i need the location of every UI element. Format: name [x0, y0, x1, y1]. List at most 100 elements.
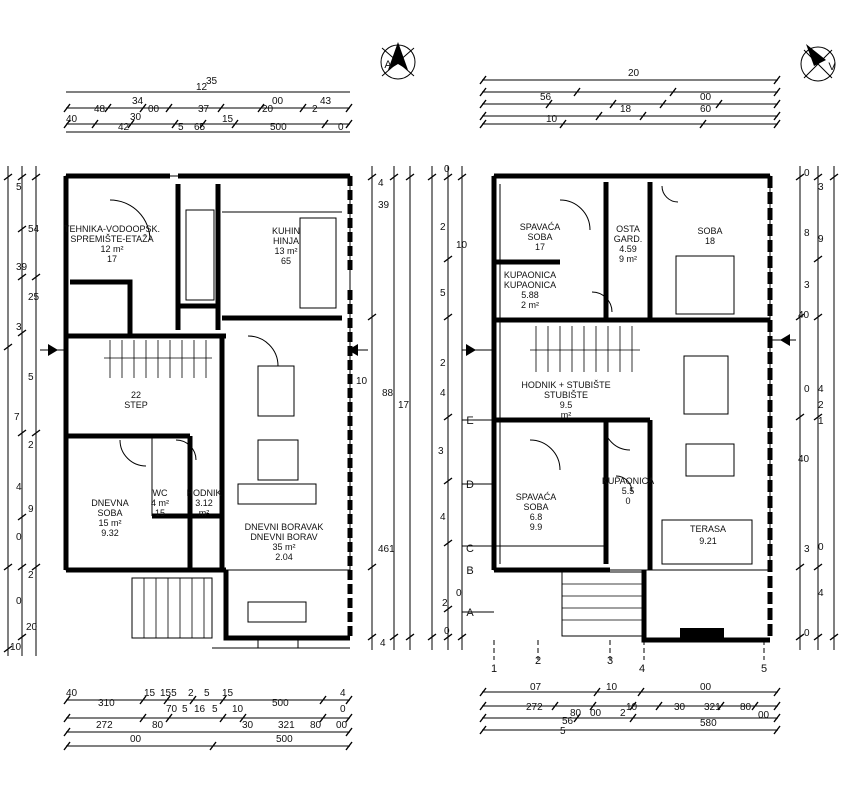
- left-top-dim-1: 12: [196, 82, 208, 93]
- left-room-living-line2: DNEVNI BORAV: [250, 532, 317, 542]
- left-top-dim-18: 0: [338, 122, 344, 133]
- right-left-dim-9: 0: [456, 588, 462, 599]
- left-room-kitchen-line1: KUHIN: [272, 226, 300, 236]
- right-right-dim-5: 3: [804, 280, 810, 291]
- left-side-dim-14: 20: [26, 622, 38, 633]
- left-side-dim-2: 54: [28, 224, 40, 235]
- right-left-dim-4: 5: [440, 288, 446, 299]
- right-right-dim-7: 0: [804, 384, 810, 395]
- right-top-dim-5: 18: [620, 104, 632, 115]
- left-bottom-dim-4: 155: [160, 688, 177, 699]
- right-bottom-dim-6: 10: [626, 702, 638, 713]
- left-top-dim-13: 5: [178, 122, 184, 133]
- left-side-dim-13: 0: [16, 596, 22, 607]
- left-bottom-dimensions: 40 310 15 155 2 5 15 500 4 70 5 16 5 10 …: [63, 688, 353, 751]
- left-bottom-dim-12: 16: [194, 704, 206, 715]
- left-side-dim-5: 3: [16, 322, 22, 333]
- grid-col-label-2: 2: [535, 655, 541, 667]
- left-top-dim-7: 20: [262, 104, 274, 115]
- left-room-tech-line1: TEHNIKA-VODOOPSK.: [64, 224, 160, 234]
- right-room-bath2: KUPAONICA KUPAONICA 5.88 2 m²: [504, 270, 556, 310]
- right-bottom-dimensions: 07 10 00 272 80 10 30 321 80 00 56 00 2 …: [479, 682, 781, 737]
- left-plan-right-dim-1: 4: [378, 178, 384, 189]
- right-room-bedroom2: SOBA 18: [697, 226, 722, 246]
- right-top-dim-4: 10: [546, 114, 558, 125]
- left-top-dim-14: 65: [194, 122, 206, 133]
- left-plan-walls: [63, 173, 353, 649]
- right-bottom-dim-13: 2: [620, 708, 626, 719]
- right-right-dim-14: 4: [818, 588, 824, 599]
- right-room-master-line1: SPAVAĆA: [520, 222, 561, 232]
- left-room-hall-line1: HODNIK: [186, 488, 221, 498]
- right-left-dim-10: 2: [442, 598, 448, 609]
- left-room-kitchen-line4: 65: [281, 256, 291, 266]
- right-room-terrace-line1: TERASA: [690, 524, 726, 534]
- left-side-dim-8: 2: [28, 440, 34, 451]
- right-room-bedroom2-line2: 18: [705, 236, 715, 246]
- right-bottom-dim-9: 80: [740, 702, 752, 713]
- right-right-dim-8: 4: [818, 384, 824, 395]
- left-room-bath: DNEVNA SOBA 15 m² 9.32: [91, 498, 129, 538]
- right-room-bath3-line1: KUPAONICA: [602, 476, 654, 486]
- left-side-dim-15: 10: [10, 642, 22, 653]
- right-bottom-dim-5: 80: [570, 708, 582, 719]
- left-side-dim-9: 4: [16, 482, 22, 493]
- right-room-master-line2: SOBA: [527, 232, 552, 242]
- left-bottom-dim-16: 272: [96, 720, 113, 731]
- right-bottom-dim-14: 580: [700, 718, 717, 729]
- right-room-corridor: HODNIK + STUBIŠTE STUBIŠTE 9.5 m²: [521, 380, 610, 420]
- grid-row-label-e: E: [466, 415, 473, 427]
- left-room-tech-line3: 12 m²: [100, 244, 123, 254]
- left-room-wc: WC 4 m² 15: [151, 488, 169, 518]
- north-arrow-right-icon: V: [800, 44, 836, 82]
- right-right-dim-6: 40: [798, 310, 810, 321]
- left-room-kitchen: KUHIN HINJA 13 m² 65: [272, 226, 300, 266]
- right-room-corridor-line2: STUBIŠTE: [544, 390, 588, 400]
- right-right-dim-12: 3: [804, 544, 810, 555]
- left-bottom-dim-3: 15: [144, 688, 156, 699]
- left-bottom-dim-1: 40: [66, 688, 78, 699]
- right-room-bedroom3-line2: SOBA: [523, 502, 548, 512]
- left-bottom-dim-18: 30: [242, 720, 254, 731]
- left-bottom-dim-14: 10: [232, 704, 244, 715]
- right-right-dim-3: 8: [804, 228, 810, 239]
- right-right-dim-4: 9: [818, 234, 824, 245]
- right-left-dim-5: 2: [440, 358, 446, 369]
- right-bottom-dim-12: 00: [590, 708, 602, 719]
- right-bottom-dim-1: 07: [530, 682, 542, 693]
- right-left-dim-8: 4: [440, 512, 446, 523]
- left-top-dim-9: 43: [320, 96, 332, 107]
- left-bottom-dim-17: 80: [152, 720, 164, 731]
- right-bottom-dim-11: 56: [562, 716, 574, 727]
- grid-col-label-4: 4: [639, 663, 645, 675]
- right-left-dim-11: 0: [444, 626, 450, 637]
- left-room-living-line4: 2.04: [275, 552, 293, 562]
- left-side-dimensions: 5 54 39 25 3 5 7 2 4 9 0 2 0 20 10: [3, 166, 66, 656]
- right-bottom-dim-2: 10: [606, 682, 618, 693]
- left-top-dim-6: 37: [198, 104, 210, 115]
- left-bottom-dim-9: 4: [340, 688, 346, 699]
- right-bottom-dim-3: 00: [700, 682, 712, 693]
- left-room-hall-line3: m²: [199, 508, 210, 518]
- grid-col-label-3: 3: [607, 655, 613, 667]
- left-plan-right-dim-4: 88: [382, 388, 394, 399]
- north-arrow-left-icon: A: [380, 42, 416, 80]
- north-arrow-left-label: A: [384, 59, 392, 71]
- left-room-kitchen-line3: 13 m²: [274, 246, 297, 256]
- right-right-dim-2: 3: [818, 182, 824, 193]
- left-side-dim-1: 5: [16, 182, 22, 193]
- right-room-bedroom2-line1: SOBA: [697, 226, 722, 236]
- left-top-dimensions: 12 35 48 34 00 37 20 00 43 40 42 30 5 65…: [63, 76, 353, 133]
- left-room-living-line3: 35 m²: [272, 542, 295, 552]
- right-plan-walls: [491, 173, 773, 643]
- right-room-bedroom3-line3: 6.8: [530, 512, 543, 522]
- right-room-closet-line2: GARD.: [614, 234, 643, 244]
- left-bottom-dim-19: 321: [278, 720, 295, 731]
- left-bottom-dim-10: 70: [166, 704, 178, 715]
- left-side-dim-10: 9: [28, 504, 34, 515]
- right-bottom-dim-8: 321: [704, 702, 721, 713]
- left-top-dim-15: 15: [222, 114, 234, 125]
- right-top-dimensions: 20 56 00 10 18 60: [479, 68, 781, 129]
- left-bottom-dim-15: 0: [340, 704, 346, 715]
- right-left-dimensions: 0 2 10 5 2 4 3 4 0 2 0 E D C B A: [427, 164, 494, 650]
